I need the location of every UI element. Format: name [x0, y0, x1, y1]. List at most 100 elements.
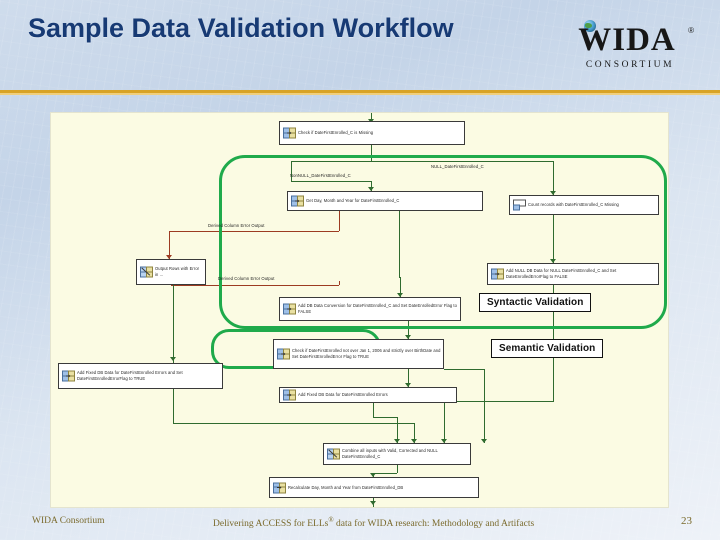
edge-nonnull-v: [291, 161, 292, 181]
edge-err2-h: [171, 285, 339, 286]
edge-label-nonnull: NonNULL_DateFirstEnrolled_C: [290, 173, 351, 178]
edge-fixedmid-h: [373, 417, 397, 418]
logo-wordmark: WIDA: [578, 22, 676, 58]
edge-nonnull-arrow: [368, 187, 374, 191]
node-label: Add DB Data Conversion for DateFirstEnro…: [298, 303, 458, 314]
globe-icon: [584, 20, 596, 32]
edge-conv-to-range: [408, 321, 409, 339]
edge-exit-arrow: [370, 501, 376, 505]
workflow-diagram: NonNULL_DateFirstEnrolled_C NULL_DateFir…: [50, 112, 669, 508]
edge-range-right-v: [484, 369, 485, 443]
node-add-db-conversion[interactable]: Add DB Data Conversion for DateFirstEnro…: [279, 297, 461, 321]
derived-column-icon: [490, 268, 504, 280]
node-label: Combine all inputs with Valid, Corrected…: [342, 448, 438, 459]
edge-dmy-down-v2: [400, 277, 401, 297]
union-all-icon: [139, 266, 153, 278]
node-label: Add NULL DB Data for NULL DateFirstEnrol…: [506, 268, 617, 279]
edge-count-arrow: [550, 259, 556, 263]
page-title: Sample Data Validation Workflow: [28, 13, 454, 43]
edge-outrows-down: [173, 285, 174, 363]
node-label: Check if DateFirstEnrolled not over Jan …: [292, 348, 441, 359]
node-add-fixed-db-left[interactable]: Add Fixed DB Data for DateFirstEnrolled …: [58, 363, 223, 389]
node-check-missing[interactable]: Check if DateFirstEnrolled_C is Missing: [279, 121, 465, 145]
derived-column-icon: [61, 370, 75, 382]
edge-null-v: [553, 161, 554, 195]
header-rule: [0, 90, 720, 93]
node-add-null-db-data[interactable]: Add NULL DB Data for NULL DateFirstEnrol…: [487, 263, 659, 285]
edge-err1-h: [169, 231, 339, 232]
edge-split-bus: [291, 161, 553, 162]
conditional-split-icon: [276, 348, 290, 360]
edge-conv-to-range-arrow: [405, 335, 411, 339]
node-label: Get Day, Month and Year for DateFirstEnr…: [306, 198, 400, 204]
derived-column-icon: [290, 195, 304, 207]
node-label: Add Fixed DB Data for DateFirstEnrolled …: [298, 392, 388, 398]
node-count-missing[interactable]: Count records with DateFirstEnrolled_C M…: [509, 195, 659, 215]
edge-fixedleft-down: [173, 389, 174, 423]
edge-outrows-arrow: [170, 357, 176, 361]
header-rule-light: [0, 93, 720, 95]
edge-err1-arrow: [166, 255, 172, 259]
footer-organization: WIDA Consortium: [32, 516, 105, 526]
derived-column-icon: [282, 389, 296, 401]
node-label: Recalculate Day, Month and Year from Dat…: [288, 484, 404, 490]
callout-syntactic-validation: Syntactic Validation: [479, 293, 592, 312]
node-check-date-range[interactable]: Check if DateFirstEnrolled not over Jan …: [273, 339, 444, 369]
footer-registered-mark: ®: [328, 516, 334, 524]
row-count-icon: [512, 199, 526, 211]
logo-registered-mark: ®: [688, 26, 694, 35]
edge-nulldb-down1: [553, 285, 554, 341]
edge-range-to-fixed: [408, 369, 409, 387]
data-flow-icon: [282, 127, 296, 139]
logo-subtitle: CONSORTIUM: [585, 60, 675, 70]
edge-dmy-down-arrow: [397, 293, 403, 297]
edge-nulldb-h: [444, 401, 554, 402]
edge-nulldb-down2: [553, 341, 554, 401]
node-add-fixed-db-mid[interactable]: Add Fixed DB Data for DateFirstEnrolled …: [279, 387, 457, 403]
edge-err1-v: [339, 211, 340, 231]
slide-footer: WIDA Consortium Delivering ACCESS for EL…: [0, 512, 720, 540]
footer-title-part1: Delivering ACCESS for ELLs: [213, 519, 329, 530]
footer-title-part2: data for WIDA research: Methodology and …: [333, 519, 535, 530]
edge-dmy-down-v: [399, 211, 400, 277]
edge-label-null: NULL_DateFirstEnrolled_C: [431, 164, 484, 169]
edge-nonnull-h: [291, 181, 371, 182]
node-recalculate-dmy[interactable]: Recalculate Day, Month and Year from Dat…: [269, 477, 479, 498]
edge-combine-h: [373, 473, 397, 474]
node-label: Check if DateFirstEnrolled_C is Missing: [298, 130, 374, 136]
edge-fixedleft-h: [173, 423, 414, 424]
edge-range-right-h: [444, 369, 484, 370]
callout-semantic-validation: Semantic Validation: [491, 339, 604, 358]
node-output-rows[interactable]: Output Rows with Error in ...: [136, 259, 206, 285]
edge-range-right-arrow: [481, 439, 487, 443]
node-combine-inputs[interactable]: Combine all inputs with Valid, Corrected…: [323, 443, 471, 465]
edge-fixedmid-v: [373, 403, 374, 417]
node-get-day-month-year[interactable]: Get Day, Month and Year for DateFirstEnr…: [287, 191, 483, 211]
node-label: Output Rows with Error in ...: [155, 266, 200, 277]
edge-count-down: [553, 215, 554, 263]
edge-entry: [371, 113, 372, 121]
edge-fixedmid-arrow: [394, 439, 400, 443]
node-label: Add Fixed DB Data for DateFirstEnrolled …: [77, 370, 183, 381]
node-label: Count records with DateFirstEnrolled_C M…: [528, 202, 619, 208]
edge-range-to-fixed-arrow: [405, 383, 411, 387]
edge-label-derived-error-2: Derived Column Error Output: [218, 276, 275, 281]
edge-err2-stub: [339, 281, 340, 285]
edge-nonnull-drop: [371, 181, 372, 191]
union-all-icon: [326, 448, 340, 460]
edge-err1-drop: [169, 231, 170, 259]
edge-combine-v: [397, 465, 398, 473]
edge-combine-arrow: [370, 473, 376, 477]
derived-column-icon: [282, 303, 296, 315]
syntactic-validation-boundary: [219, 155, 667, 329]
edge-nulldb-arrow: [441, 439, 447, 443]
wida-logo: WIDA ® CONSORTIUM: [566, 18, 696, 80]
edge-fixedleft-v2: [414, 423, 415, 443]
derived-column-icon: [272, 482, 286, 493]
edge-null-arrow: [550, 191, 556, 195]
edge-fixedmid-v2: [397, 417, 398, 443]
footer-page-number: 23: [681, 515, 692, 527]
edge-split-stem: [371, 145, 372, 161]
edge-label-derived-error-1: Derived Column Error Output: [208, 223, 265, 228]
